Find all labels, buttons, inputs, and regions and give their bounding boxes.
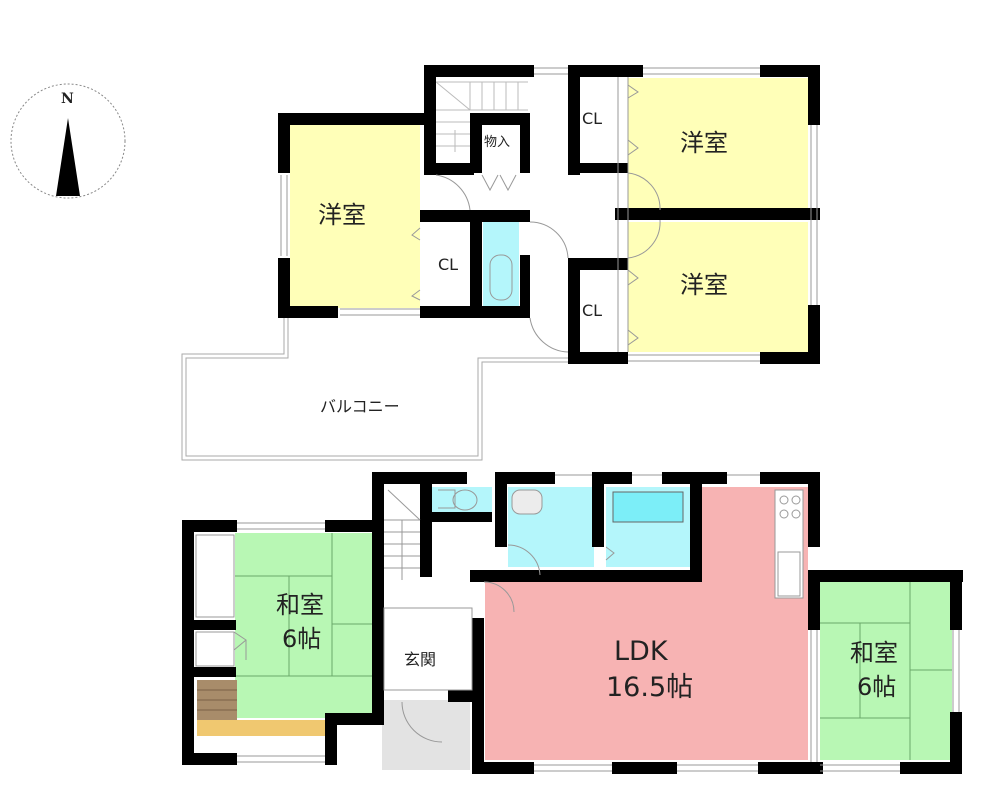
japanese-room-left-label: 和室	[276, 591, 324, 619]
japanese-room-left-size: 6帖	[282, 625, 322, 653]
western-room-left-label: 洋室	[318, 201, 366, 229]
closet-label: CL	[582, 109, 603, 128]
japanese-room-right-label: 和室	[850, 639, 898, 667]
closet-label: CL	[582, 301, 603, 320]
compass	[10, 83, 126, 199]
ldk-size: 16.5帖	[606, 672, 694, 703]
north-arrow-icon	[56, 118, 80, 196]
compass-north-label: N	[61, 91, 74, 107]
ldk-label: LDK	[614, 636, 668, 667]
closet-label: CL	[438, 255, 459, 274]
balcony-outline	[181, 318, 568, 461]
entrance-label: 玄関	[404, 650, 437, 669]
western-room-bottom-right-label: 洋室	[680, 271, 728, 299]
japanese-room-right-size: 6帖	[857, 673, 897, 701]
storage-label: 物入	[484, 135, 511, 150]
balcony-label: バルコニー	[320, 397, 400, 416]
western-room-top-right-label: 洋室	[680, 129, 728, 157]
